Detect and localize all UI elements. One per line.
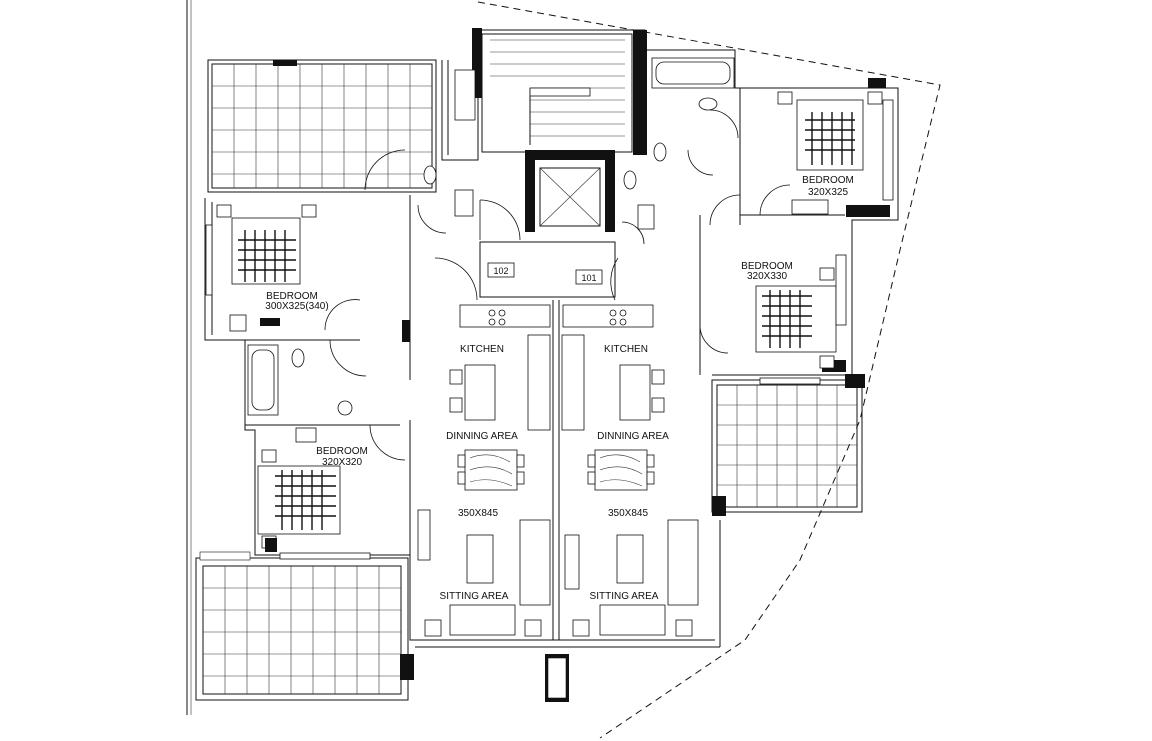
apartment-number-101: 101 [575, 269, 603, 285]
bed-left-lower [257, 449, 341, 549]
bedroom-left-lower-size: 320X320 [322, 457, 362, 468]
walls [204, 28, 899, 702]
sitting-right-label: SITTING AREA [590, 591, 659, 602]
sitting-left-label: SITTING AREA [440, 591, 509, 602]
site-boundary [186, 0, 941, 739]
bed-top-right [777, 91, 883, 171]
kitchen-left-label: KITCHEN [460, 344, 504, 355]
kitchen-islands [449, 364, 665, 421]
bathroom-fixtures [229, 57, 829, 443]
bed-right [755, 267, 837, 369]
bedroom-left-upper-label: BEDROOM [266, 291, 318, 302]
bedroom-left-lower-label: BEDROOM [316, 446, 368, 457]
sofas [417, 509, 699, 637]
bedroom-right-size: 320X330 [747, 271, 787, 282]
doors [324, 109, 791, 461]
living-size-left: 350X845 [458, 508, 498, 519]
terrace-right [711, 374, 865, 516]
kitchen-right-label: KITCHEN [604, 344, 648, 355]
bedroom-left-upper-size: 300X325(340) [265, 301, 328, 312]
windows [205, 78, 894, 560]
living-size-right: 350X845 [608, 508, 648, 519]
dining-table-right [587, 449, 655, 491]
staircase [490, 39, 625, 145]
bed-left-upper [216, 204, 317, 285]
apartment-101-label: 101 [581, 273, 596, 283]
apartment-102-label: 102 [493, 266, 508, 276]
dining-table-left [457, 449, 525, 491]
apartment-number-102: 102 [487, 262, 515, 278]
dining-right-label: DINNING AREA [597, 431, 669, 442]
dining-left-label: DINNING AREA [446, 431, 518, 442]
bedroom-top-right-label: BEDROOM [802, 175, 854, 186]
bedroom-right-label: BEDROOM [741, 261, 793, 272]
terrace-bottom-left [195, 551, 409, 701]
terrace-top-left [207, 59, 437, 193]
bedroom-top-right-size: 320X325 [808, 187, 848, 198]
